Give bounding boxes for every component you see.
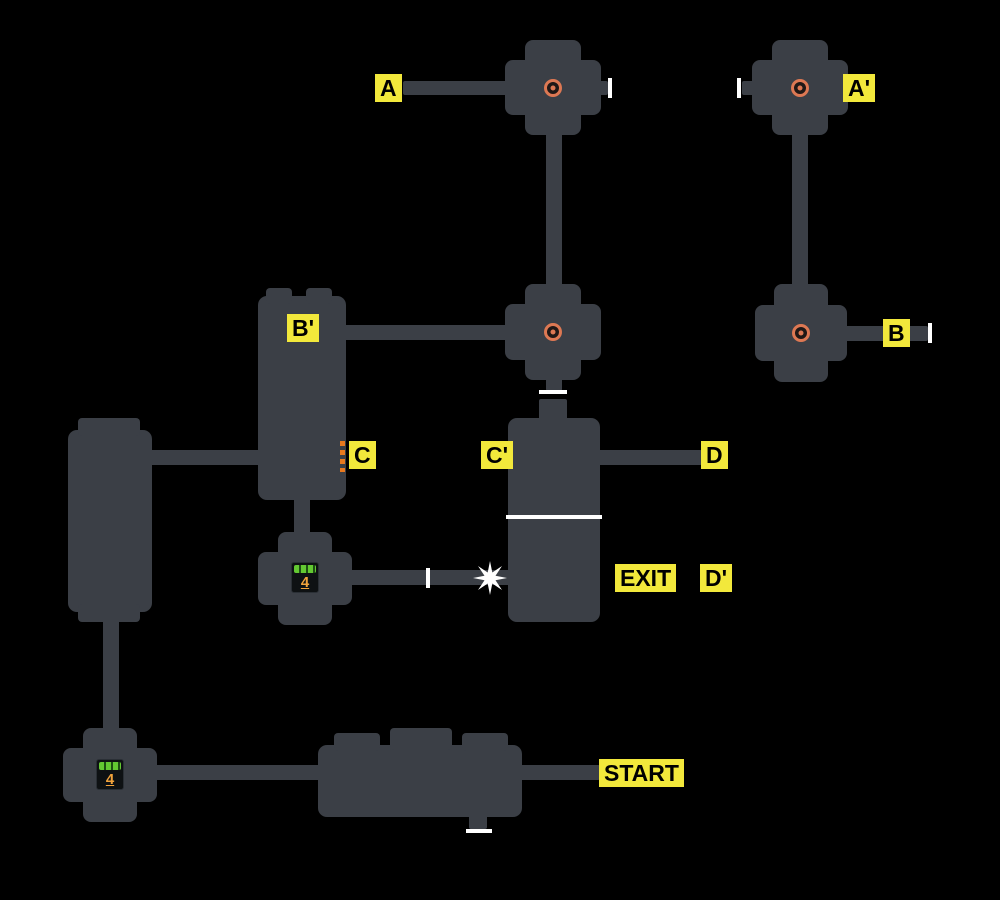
corridor — [469, 815, 487, 829]
map-label-d: D — [701, 441, 728, 469]
map-label-c: C — [349, 441, 376, 469]
corridor — [598, 81, 608, 95]
map-label-start: START — [599, 759, 684, 787]
corridor — [546, 378, 562, 391]
target-dot-icon — [797, 85, 803, 91]
room-c-prime — [508, 418, 600, 622]
map-label-exit: EXIT — [615, 564, 677, 592]
map-label-c-prime: C' — [481, 441, 514, 469]
corridor — [539, 399, 567, 420]
corridor — [742, 81, 754, 95]
corridor — [294, 498, 310, 536]
door-tick-icon — [539, 390, 567, 394]
corridor — [344, 325, 508, 340]
map-label-d-prime: D' — [700, 564, 733, 592]
corridor — [350, 570, 510, 585]
room-b-prime-tab — [266, 288, 292, 304]
map-label-b-prime: B' — [287, 314, 320, 342]
corridor — [150, 450, 260, 465]
corridor — [155, 765, 320, 780]
room-shop-upper — [258, 532, 352, 625]
shop-item-icon: 4 — [291, 562, 319, 593]
map-label-a-prime: A' — [843, 74, 876, 102]
door-tick-icon — [928, 323, 932, 343]
target-icon — [791, 79, 809, 97]
target-dot-icon — [550, 85, 556, 91]
door-tick-icon — [466, 829, 492, 833]
starburst-icon — [473, 561, 507, 595]
item-count: 4 — [300, 574, 310, 591]
target-icon — [544, 323, 562, 341]
corridor — [792, 130, 808, 288]
room-start — [318, 745, 522, 817]
target-icon — [792, 324, 810, 342]
item-lid-icon — [99, 762, 121, 770]
target-dot-icon — [798, 330, 804, 336]
corridor — [403, 81, 507, 95]
room-b-prime-tab — [306, 288, 332, 304]
room-west-tab — [78, 604, 140, 622]
corridor — [546, 130, 562, 288]
door-tick-icon — [426, 568, 430, 588]
room-west-tab — [78, 418, 140, 436]
room-divider-icon — [506, 515, 602, 519]
corridor — [103, 616, 119, 732]
room-start-tab — [334, 733, 380, 751]
item-lid-icon — [294, 565, 316, 573]
room-start-tab — [390, 728, 452, 750]
dashed-door-icon — [340, 441, 345, 472]
corridor — [520, 765, 600, 780]
item-count: 4 — [105, 771, 115, 788]
corridor — [598, 450, 702, 465]
target-dot-icon — [550, 329, 556, 335]
shop-item-icon: 4 — [96, 759, 124, 790]
target-icon — [544, 79, 562, 97]
room-hub-center — [505, 284, 601, 380]
map-label-a: A — [375, 74, 402, 102]
map-label-b: B — [883, 319, 910, 347]
door-tick-icon — [608, 78, 612, 98]
room-start-tab — [462, 733, 508, 751]
room-west — [68, 430, 152, 612]
door-tick-icon — [737, 78, 741, 98]
